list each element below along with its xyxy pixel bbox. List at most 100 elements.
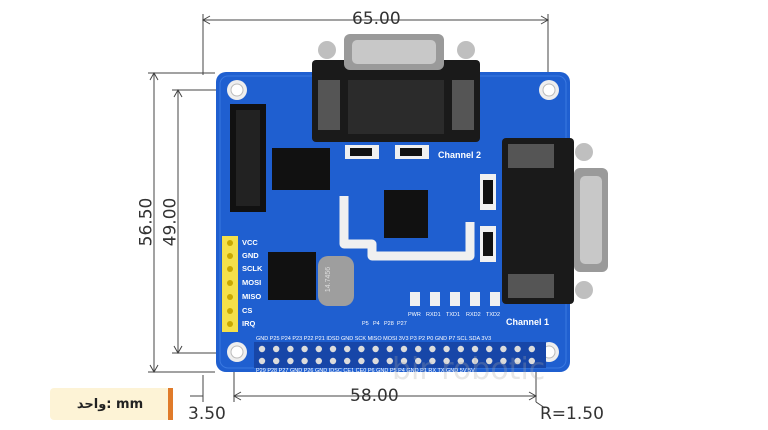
gpio-pin xyxy=(486,357,493,365)
gpio-pin xyxy=(528,357,535,365)
db9-top-shell-inner xyxy=(352,40,436,64)
db9-right-screw-bottom xyxy=(575,281,593,299)
gpio-pin xyxy=(457,357,464,365)
gpio-pin xyxy=(400,345,408,353)
jumper-label-p4: P4 xyxy=(373,321,380,327)
ic-bottom-left xyxy=(268,252,316,300)
gpio-pin xyxy=(273,357,280,365)
gpio-pin xyxy=(315,345,322,353)
pin-label-vcc: VCC xyxy=(242,238,258,247)
pin-hole-6 xyxy=(227,308,233,314)
db9-top-housing xyxy=(348,80,444,134)
gpio-pin xyxy=(443,345,450,353)
gpio-pin xyxy=(372,345,379,353)
led-label-rxd2: RXD2 xyxy=(466,312,481,318)
gpio-label-bottom: P29 P28 P27 GND P26 GND IDSC CE1 CE0 P6 … xyxy=(256,368,475,374)
gpio-pin xyxy=(358,357,365,365)
hole-top-right-inner xyxy=(542,83,556,97)
db9-right-bracket-bottom xyxy=(508,274,554,298)
pin-hole-4 xyxy=(227,280,233,286)
db9-top-screw-left xyxy=(318,41,336,59)
gpio-pin xyxy=(471,345,479,353)
db9-right-body xyxy=(502,138,574,304)
gpio-pins xyxy=(258,345,535,365)
dim-radius-leader xyxy=(535,401,546,409)
pin-label-sclk: SCLK xyxy=(242,264,263,273)
channel-1-label: Channel 1 xyxy=(506,317,550,327)
ic-top-left xyxy=(272,148,330,190)
led-pwr xyxy=(410,292,420,306)
gpio-pin xyxy=(429,357,436,365)
gpio-pin xyxy=(386,357,393,365)
gpio-pin xyxy=(500,357,507,365)
gpio-pin xyxy=(301,345,308,353)
pin-label-gnd: GND xyxy=(242,251,259,260)
jumper-a-core xyxy=(350,148,372,156)
gpio-pin xyxy=(287,345,294,353)
switch-lower-core xyxy=(483,232,493,256)
db9-right-screw-top xyxy=(575,143,593,161)
db9-right-bracket-top xyxy=(508,144,554,168)
led-rxd1 xyxy=(430,292,440,306)
db9-connector-right xyxy=(502,138,608,304)
gpio-pin xyxy=(400,357,408,365)
crystal-oscillator xyxy=(318,256,354,306)
dim-width-label: 65.00 xyxy=(352,9,401,29)
db9-top-bracket-right xyxy=(452,80,474,130)
gpio-pin xyxy=(287,357,294,365)
led-txd2 xyxy=(490,292,500,306)
gpio-pin xyxy=(344,357,351,365)
pin-label-miso: MISO xyxy=(242,292,262,301)
dim-height-label: 56.50 xyxy=(136,197,157,247)
gpio-pin xyxy=(514,357,521,365)
led-label-txd1: TXD1 xyxy=(446,312,461,318)
dim-offset-label: 3.50 xyxy=(188,404,226,424)
db9-connector-top xyxy=(312,34,480,142)
gpio-pin xyxy=(358,345,365,353)
led-rxd2 xyxy=(470,292,480,306)
gpio-pin xyxy=(315,357,322,365)
gpio-pin xyxy=(329,357,337,365)
watermark: bir robotic xyxy=(392,352,546,387)
gpio-pin xyxy=(415,345,422,353)
db9-top-screw-right xyxy=(457,41,475,59)
gpio-pin xyxy=(386,345,393,353)
gpio-pin xyxy=(528,345,535,353)
led-label-txd2: TXD2 xyxy=(486,312,501,318)
dim-inner-label: 49.00 xyxy=(160,197,181,247)
jumper-label-p27: P27 xyxy=(397,321,407,327)
gpio-label-top: GND P25 P24 P23 P22 P21 IDSD GND SCK MIS… xyxy=(256,336,492,342)
channel-2-label: Channel 2 xyxy=(438,150,482,160)
gpio-pin xyxy=(258,345,266,353)
gpio-pin xyxy=(471,357,479,365)
unit-accent-bar xyxy=(168,388,173,420)
pin-hole-3 xyxy=(227,266,233,272)
gpio-pin xyxy=(329,345,337,353)
pin-hole-1 xyxy=(227,240,233,246)
led-row xyxy=(410,292,500,306)
gpio-pin xyxy=(500,345,507,353)
pin-hole-5 xyxy=(227,294,233,300)
pin-label-irq: IRQ xyxy=(242,319,256,328)
gpio-pin xyxy=(344,345,351,353)
pin-label-cs: CS xyxy=(242,306,253,315)
db9-right-shell-inner xyxy=(580,176,602,264)
jumper-label-p28: P28 xyxy=(384,321,394,327)
db9-top-bracket-left xyxy=(318,80,340,130)
gpio-pin xyxy=(258,357,266,365)
side-connector-slot xyxy=(236,110,260,206)
crystal-label: 14.7456 xyxy=(325,266,333,293)
gpio-pin xyxy=(429,345,436,353)
gpio-pin xyxy=(514,345,521,353)
pin-header-holes xyxy=(227,240,233,327)
switch-upper-core xyxy=(483,180,493,204)
dim-radius-label: R=1.50 xyxy=(540,404,604,424)
pin-hole-7 xyxy=(227,321,233,327)
ic-center xyxy=(384,190,428,238)
silkscreen-trace xyxy=(339,196,475,261)
pin-label-mosi: MOSI xyxy=(242,278,262,287)
gpio-pin xyxy=(486,345,493,353)
gpio-pin xyxy=(415,357,422,365)
